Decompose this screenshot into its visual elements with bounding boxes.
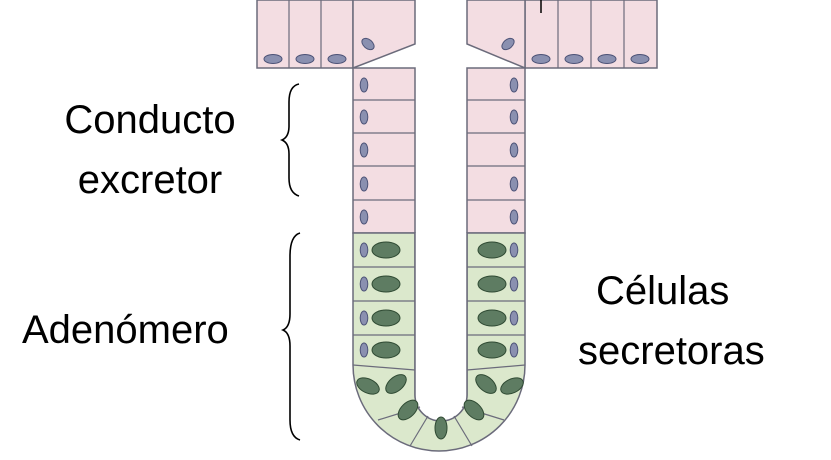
duct-label-line2: excretor: [77, 158, 223, 202]
adenomere-brace: [280, 232, 301, 441]
duct-brace: [279, 83, 300, 197]
secretory-cells-label-line2: secretoras: [578, 329, 765, 373]
surface-nuclei: [263, 37, 650, 64]
surface-epithelium: [256, 0, 658, 70]
secretory-cells-label-line1: Células: [596, 269, 730, 313]
duct-nuclei: [359, 77, 519, 225]
duct-label-line1: Conducto: [64, 98, 236, 142]
secretory-nuclei: [356, 241, 524, 440]
excretory-duct: [352, 67, 526, 234]
adenomere-label: Adenómero: [22, 308, 229, 352]
